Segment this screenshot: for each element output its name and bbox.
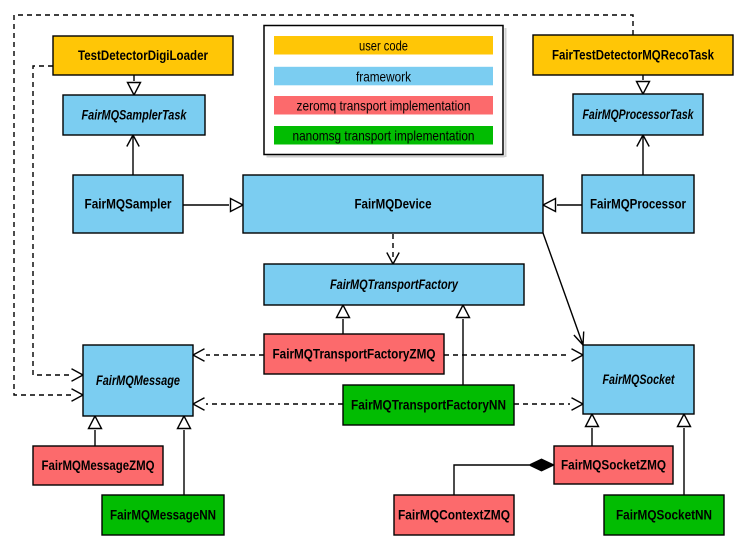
svg-text:FairMQTransportFactoryZMQ: FairMQTransportFactoryZMQ: [273, 347, 436, 362]
svg-text:FairMQTransportFactory: FairMQTransportFactory: [330, 277, 459, 292]
svg-text:FairMQContextZMQ: FairMQContextZMQ: [398, 508, 510, 523]
svg-text:FairMQMessageNN: FairMQMessageNN: [110, 508, 216, 523]
svg-text:FairMQSocketZMQ: FairMQSocketZMQ: [561, 458, 666, 473]
svg-text:FairMQSocket: FairMQSocket: [603, 372, 675, 387]
svg-text:FairMQSampler: FairMQSampler: [85, 197, 173, 212]
svg-text:FairMQMessage: FairMQMessage: [96, 373, 180, 388]
svg-text:framework: framework: [356, 68, 412, 84]
svg-text:FairMQSamplerTask: FairMQSamplerTask: [82, 108, 188, 123]
svg-text:FairMQMessageZMQ: FairMQMessageZMQ: [42, 458, 155, 473]
svg-text:FairMQTransportFactoryNN: FairMQTransportFactoryNN: [351, 398, 506, 413]
svg-text:FairMQProcessorTask: FairMQProcessorTask: [583, 107, 695, 122]
svg-text:user code: user code: [359, 38, 408, 54]
svg-text:FairMQProcessor: FairMQProcessor: [590, 197, 687, 212]
svg-text:TestDetectorDigiLoader: TestDetectorDigiLoader: [78, 48, 209, 63]
svg-text:FairMQSocketNN: FairMQSocketNN: [616, 508, 712, 523]
svg-text:FairMQDevice: FairMQDevice: [355, 197, 432, 212]
svg-text:FairTestDetectorMQRecoTask: FairTestDetectorMQRecoTask: [552, 48, 714, 63]
svg-text:zeromq transport implementatio: zeromq transport implementation: [297, 98, 471, 114]
svg-text:nanomsg transport implementati: nanomsg transport implementation: [293, 128, 475, 144]
